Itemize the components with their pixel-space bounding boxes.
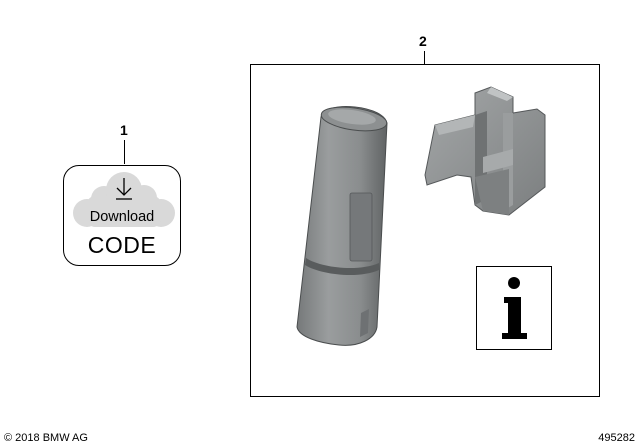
callout-number-1: 1 — [120, 122, 128, 138]
kit-frame — [250, 64, 600, 397]
cloud-shape — [73, 172, 175, 227]
callout-number-2: 2 — [419, 33, 427, 49]
leader-line-1 — [124, 140, 125, 164]
download-arrow-icon — [116, 178, 132, 200]
leader-line-2 — [424, 51, 425, 64]
code-label: CODE — [87, 232, 157, 258]
download-code-badge: Download CODE — [63, 165, 181, 266]
information-box — [476, 266, 552, 350]
diagram-number: 495282 — [598, 432, 635, 444]
parts-illustration — [296, 86, 546, 346]
information-icon — [502, 277, 527, 339]
copyright-text: © 2018 BMW AG — [4, 432, 88, 444]
download-label: Download — [89, 209, 155, 225]
cylindrical-pin-part — [296, 106, 388, 346]
retaining-clip-part — [424, 86, 546, 216]
cloud-download-icon — [73, 172, 175, 227]
